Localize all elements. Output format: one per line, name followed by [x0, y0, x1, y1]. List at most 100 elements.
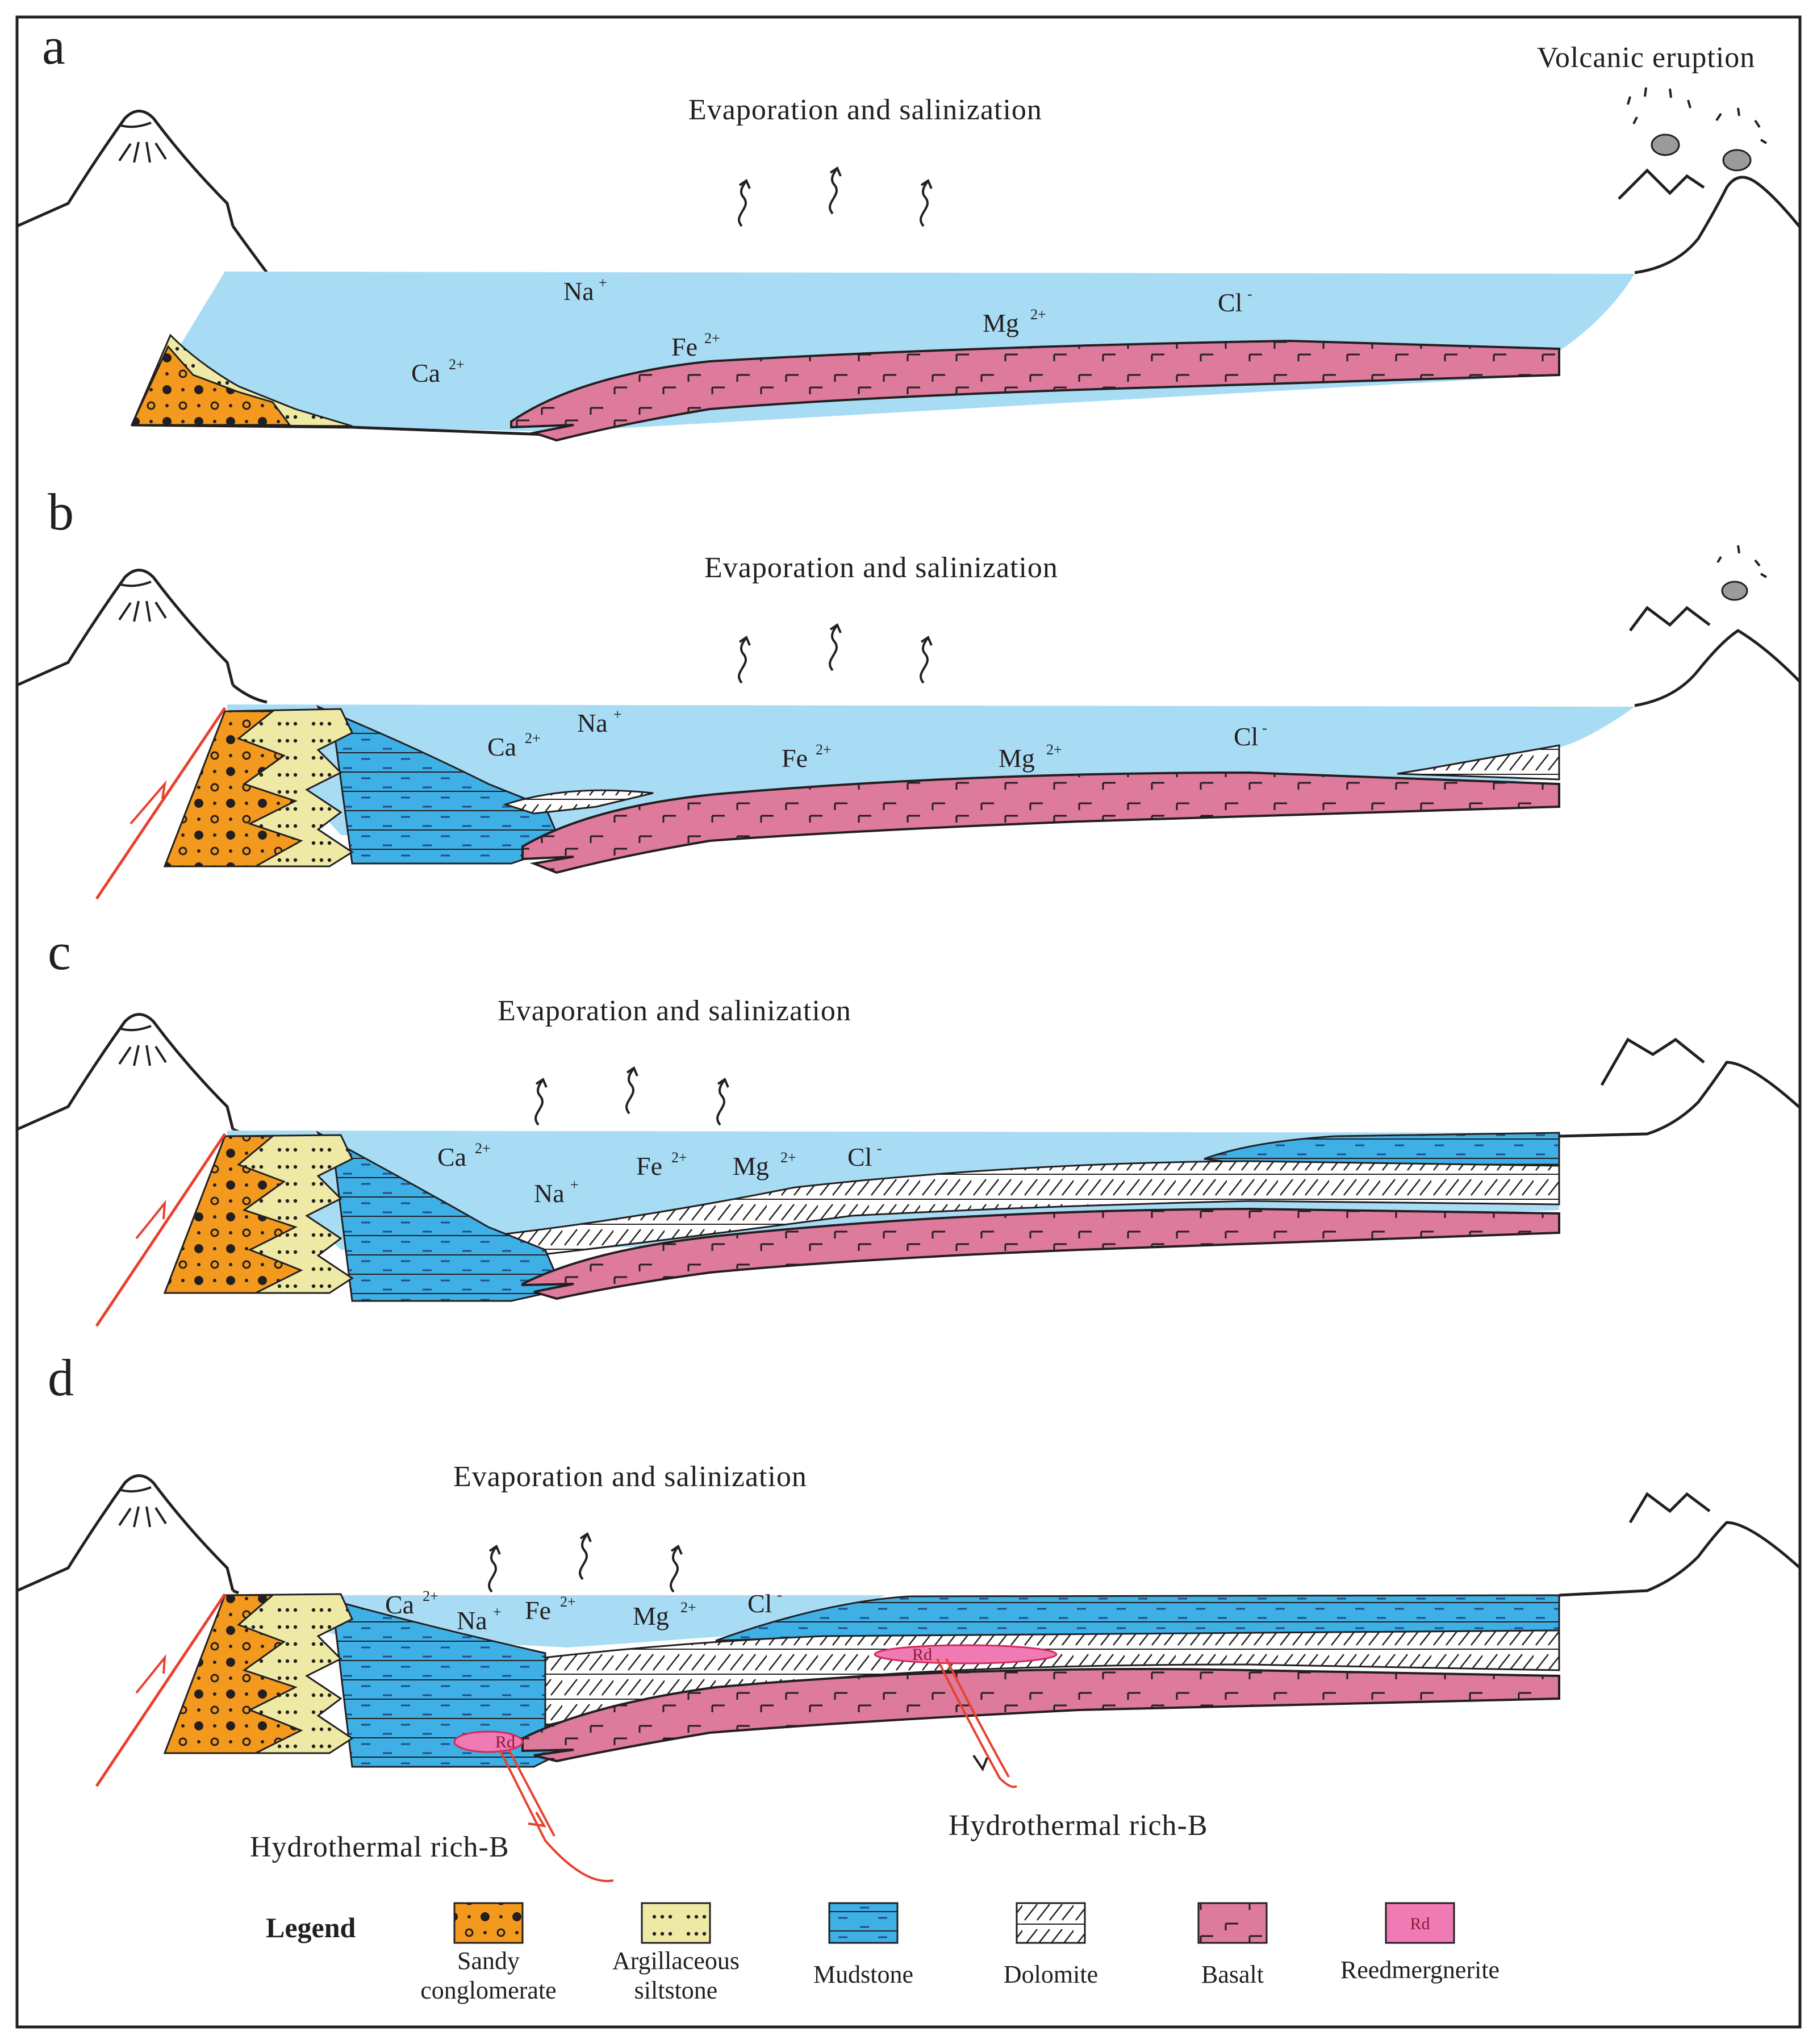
- evaporation-caption: Evaporation and salinization: [704, 552, 1058, 584]
- dolomite-swatch: [1016, 1902, 1086, 1944]
- svg-text:2+: 2+: [449, 356, 465, 373]
- evaporation-arrow-icon: [579, 1533, 592, 1580]
- volcanic-eruption-label: Volcanic eruption: [1537, 41, 1755, 74]
- right-volcano-icon: [1559, 1061, 1801, 1138]
- svg-text:Ca: Ca: [437, 1142, 466, 1171]
- hydrothermal-label: Hydrothermal rich-B: [949, 1809, 1208, 1842]
- legend-title: Legend: [266, 1912, 356, 1943]
- svg-text:Mg: Mg: [983, 308, 1019, 337]
- reedmergnerite-lens: [874, 1644, 1058, 1665]
- dolomite-layer: [503, 789, 654, 815]
- svg-text:-: -: [1247, 286, 1252, 302]
- svg-text:Na: Na: [563, 277, 594, 306]
- svg-text:+: +: [493, 1604, 502, 1620]
- ash-particles: [1716, 545, 1768, 578]
- reedmergnerite-swatch-label: Rd: [1410, 1914, 1430, 1933]
- ion-cl: Cl-: [847, 1140, 882, 1171]
- svg-text:2+: 2+: [475, 1140, 491, 1157]
- svg-text:Cl: Cl: [747, 1589, 772, 1618]
- sandy-conglomerate-swatch: [453, 1902, 524, 1944]
- hydrothermal-conduit: [499, 1749, 614, 1883]
- mudstone-swatch: [828, 1902, 899, 1944]
- ion-ca: Ca 2+: [487, 730, 541, 761]
- normal-fault-line: [95, 707, 227, 900]
- ion-na: Na +: [457, 1604, 502, 1635]
- svg-text:Fe: Fe: [671, 332, 697, 361]
- down-arrow-icon: [972, 1754, 988, 1772]
- mudstone-layer: [1204, 1132, 1560, 1166]
- svg-text:Cl: Cl: [1218, 288, 1242, 317]
- left-volcano-icon: [17, 111, 233, 227]
- panel-a: a Evaporation and salinization Volcanic …: [17, 17, 1801, 442]
- svg-text:Na: Na: [457, 1606, 487, 1635]
- fault-motion-arrow-icon: [135, 1199, 166, 1240]
- volcanic-bomb-icon: [1651, 134, 1680, 156]
- ion-cl: Cl-: [1218, 286, 1252, 317]
- right-volcano-icon: [1559, 1521, 1801, 1597]
- evaporation-arrow-icon: [488, 1545, 501, 1593]
- basalt-layer: [510, 339, 1560, 442]
- normal-fault-line: [95, 1593, 227, 1787]
- basalt-layer: [521, 1668, 1560, 1763]
- basalt-layer: [521, 1207, 1560, 1300]
- svg-text:Fe: Fe: [525, 1596, 551, 1625]
- panel-letter: a: [42, 17, 65, 75]
- volcanic-bomb-icon: [1722, 149, 1752, 172]
- svg-text:Na: Na: [577, 708, 608, 737]
- legend-item-basalt: Basalt: [1197, 1902, 1268, 1988]
- evaporation-arrow-icon: [534, 1078, 548, 1126]
- svg-text:+: +: [599, 274, 607, 291]
- svg-text:Fe: Fe: [636, 1152, 662, 1180]
- ion-cl: Cl-: [1234, 720, 1267, 751]
- svg-text:-: -: [1262, 720, 1267, 736]
- mudstone-layer: [316, 705, 564, 865]
- svg-text:Mg: Mg: [633, 1601, 669, 1630]
- panel-letter: c: [48, 923, 71, 981]
- evaporation-arrow-icon: [670, 1545, 683, 1593]
- legend-label: Sandy: [457, 1947, 520, 1975]
- legend-label: Basalt: [1201, 1960, 1264, 1988]
- svg-text:Mg: Mg: [733, 1152, 769, 1180]
- svg-text:Mg: Mg: [999, 744, 1035, 773]
- svg-text:Fe: Fe: [782, 744, 808, 773]
- left-volcano-icon: [17, 1476, 233, 1591]
- right-volcano-icon: [1634, 176, 1801, 274]
- legend-label: Argillaceous: [612, 1947, 740, 1975]
- svg-text:2+: 2+: [816, 741, 832, 758]
- conglomerate-fan: [163, 710, 303, 867]
- svg-text:Ca: Ca: [487, 732, 516, 761]
- svg-text:2+: 2+: [525, 730, 541, 746]
- legend-item-mudstone: Mudstone: [813, 1902, 913, 1988]
- fault-motion-arrow-icon: [130, 780, 167, 825]
- svg-text:2+: 2+: [423, 1588, 438, 1604]
- hydrothermal-conduit: [508, 1749, 555, 1837]
- legend-item-argillaceous-siltstone: Argillaceous siltstone: [612, 1902, 740, 2004]
- panel-d: d Evaporation and salinization Rd Rd: [17, 1349, 1801, 1883]
- basalt-layer: [521, 771, 1560, 874]
- ion-na: Na+: [577, 706, 622, 737]
- ion-fe: Fe 2+: [782, 741, 832, 773]
- svg-text:-: -: [877, 1140, 882, 1157]
- legend-item-reedmergnerite: Rd Reedmergnerite: [1340, 1902, 1499, 1984]
- dolomite-layer: [465, 1160, 1560, 1257]
- evaporation-arrow-icon: [829, 167, 842, 215]
- legend-label: Dolomite: [1004, 1960, 1098, 1988]
- evaporation-arrow-icon: [920, 636, 933, 684]
- fault-motion-arrow-icon: [135, 1654, 166, 1694]
- right-volcano-peak: [1629, 606, 1711, 632]
- panel-letter: d: [48, 1349, 74, 1407]
- right-volcano-icon: [1634, 629, 1801, 707]
- rd-label: Rd: [912, 1645, 932, 1664]
- conglomerate-fan: [163, 1135, 303, 1294]
- svg-text:Ca: Ca: [385, 1590, 414, 1619]
- conglomerate-fan: [130, 345, 291, 426]
- ash-particles: [1627, 87, 1768, 144]
- ion-ca: Ca 2+: [437, 1140, 491, 1171]
- basalt-swatch: [1197, 1902, 1268, 1944]
